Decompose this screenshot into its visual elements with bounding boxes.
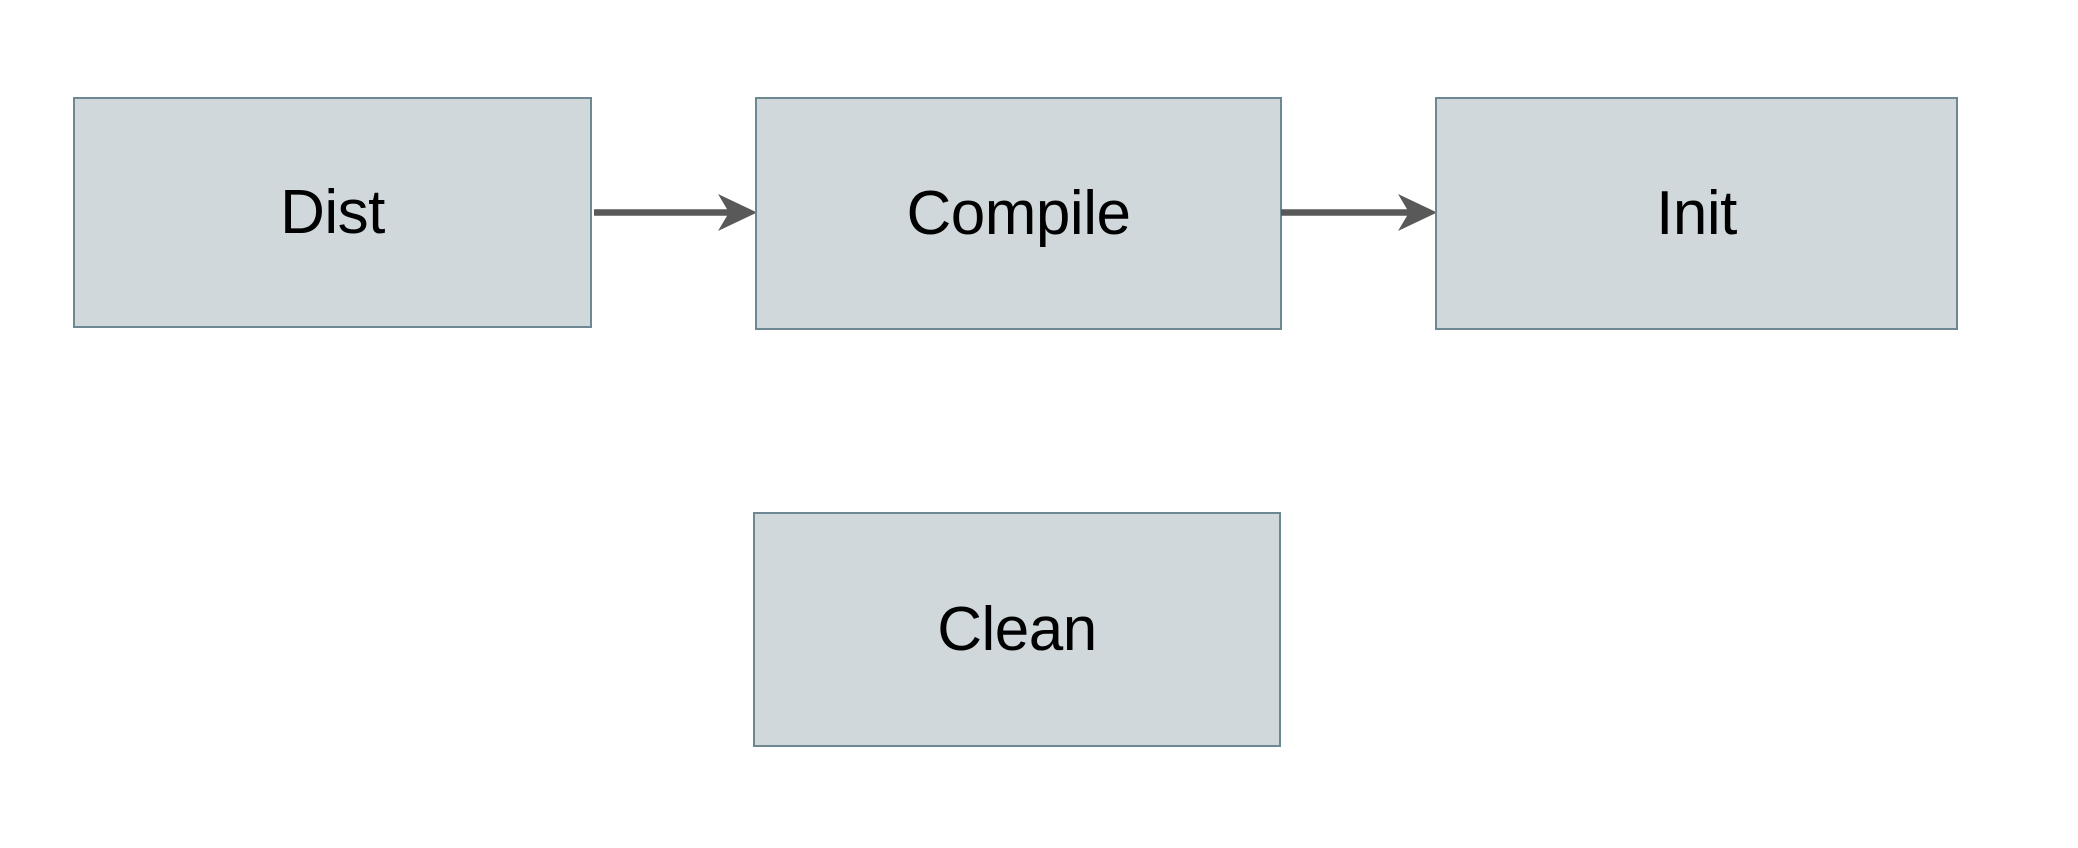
node-clean-label: Clean bbox=[937, 594, 1097, 664]
node-compile[interactable]: Compile bbox=[755, 97, 1282, 330]
edge-dist-to-compile[interactable] bbox=[594, 188, 757, 238]
node-dist-label: Dist bbox=[280, 177, 385, 247]
node-compile-label: Compile bbox=[906, 178, 1131, 248]
node-init[interactable]: Init bbox=[1435, 97, 1958, 330]
node-clean[interactable]: Clean bbox=[753, 512, 1281, 747]
node-dist[interactable]: Dist bbox=[73, 97, 592, 328]
edge-compile-to-init[interactable] bbox=[1281, 188, 1437, 238]
node-init-label: Init bbox=[1656, 178, 1737, 248]
